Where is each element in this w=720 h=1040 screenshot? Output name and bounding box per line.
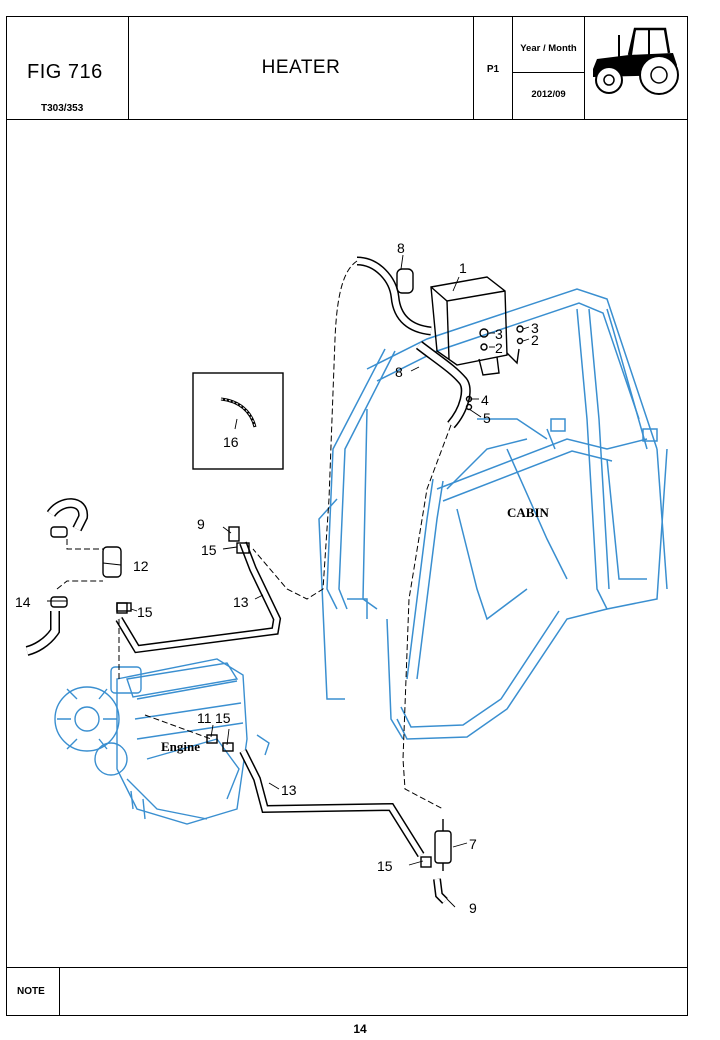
part-code-cell: P1 [474,17,513,119]
callout-11: 11 [197,710,212,726]
callout-12: 12 [133,558,149,574]
cabin-label: CABIN [507,505,550,520]
note-label: NOTE [7,968,60,1016]
callout-16: 16 [223,434,239,450]
callout-15-engine: 15 [215,710,231,726]
page-title: HEATER [261,57,341,78]
callout-5: 5 [483,410,491,426]
page-number: 14 [353,1022,367,1036]
header-bar: FIG 716 T303/353 HEATER P1 Year / Month … [7,17,687,120]
callout-15-lower: 15 [377,858,393,874]
year-month-value: 2012/09 [531,89,566,100]
callout-3-right: 3 [531,320,539,336]
model-code: T303/353 [41,103,84,114]
callout-3-left: 3 [495,326,503,342]
parts-sheet: FIG 716 T303/353 HEATER P1 Year / Month … [6,16,688,1016]
callout-8-lower: 8 [395,364,403,380]
callout-4: 4 [481,392,489,408]
callout-9-lower: 9 [469,900,477,916]
callout-14: 14 [15,594,31,610]
callout-8-upper: 8 [397,240,405,256]
title-cell: HEATER [129,17,474,119]
image-cell [585,17,687,119]
callout-9-upper: 9 [197,516,205,532]
heater-diagram: 1 8 3 2 3 2 8 4 5 16 9 15 12 14 15 13 11… [15,240,668,916]
note-bar: NOTE [7,967,687,1016]
callout-13-upper: 13 [233,594,249,610]
fig-cell: FIG 716 T303/353 [7,17,129,119]
callout-15-upper: 15 [201,542,217,558]
callout-2-right: 2 [531,332,539,348]
engine-label: Engine [161,739,200,754]
heater-unit [356,256,524,429]
callout-13-lower: 13 [281,782,297,798]
engine-block [54,658,270,825]
callout-leaders [47,254,530,908]
year-month-cell: Year / Month 2012/09 [513,17,585,119]
callout-1: 1 [459,260,467,276]
fig-number: FIG 716 [27,61,103,83]
callout-numbers: 1 8 3 2 3 2 8 4 5 16 9 15 12 14 15 13 11… [15,240,539,916]
callout-7: 7 [469,836,477,852]
inset-part-16 [192,372,284,470]
callout-15-left: 15 [137,604,153,620]
callout-2-left: 2 [495,340,503,356]
cabin-frame [318,288,668,740]
year-month-label: Year / Month [520,43,577,54]
dash-leaders [56,260,452,810]
hose-routing [25,498,452,904]
tractor-icon [593,27,679,95]
year-month-divider [513,72,584,73]
part-code: P1 [486,64,500,75]
